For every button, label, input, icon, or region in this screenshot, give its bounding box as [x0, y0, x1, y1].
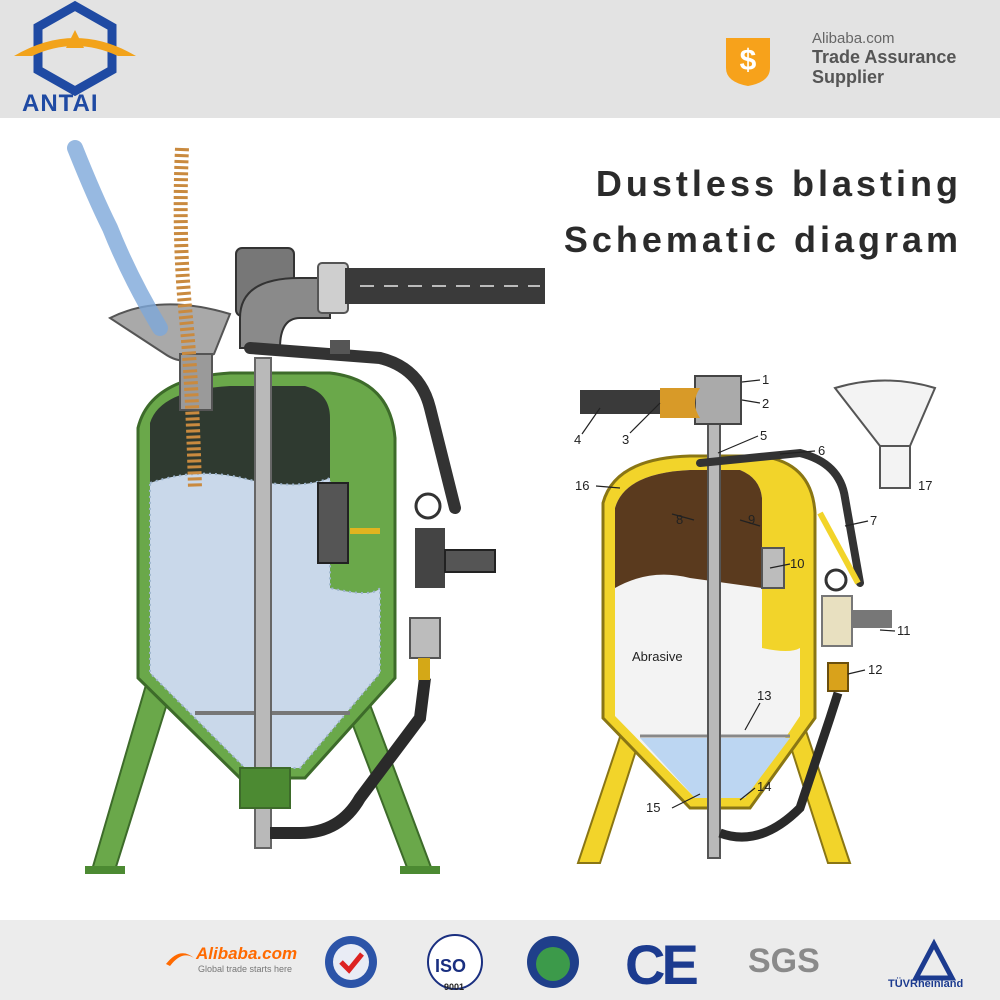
title-line-1: Dustless blasting — [595, 163, 962, 204]
page-title: Dustless blasting Schematic diagram — [564, 156, 962, 268]
part-label-2: 2 — [762, 396, 769, 411]
title-line-2: Schematic diagram — [563, 219, 962, 260]
tuv-logo-text: TÜVRheinland — [888, 978, 964, 990]
part-label-12: 12 — [868, 662, 882, 677]
left-tank-illustration — [67, 140, 545, 874]
abrasive-label: Abrasive — [632, 649, 683, 664]
trade-assurance-badge[interactable]: Alibaba.com Trade Assurance Supplier — [812, 30, 956, 87]
iso14000-seal-icon — [527, 936, 579, 988]
alibaba-logo-text: Alibaba.com — [196, 944, 298, 963]
part-label-1: 1 — [762, 372, 769, 387]
iso-logo-text: ISO — [435, 956, 467, 976]
part-label-4: 4 — [574, 432, 581, 447]
part-label-16: 16 — [575, 478, 589, 493]
trade-site: Alibaba.com — [812, 30, 895, 47]
right-tank-schematic: Abrasive 1 2 3 4 5 6 7 8 9 — [574, 372, 937, 864]
part-label-17: 17 — [918, 478, 932, 493]
alibaba-tagline: Global trade starts here — [198, 964, 293, 974]
part-label-11: 11 — [897, 623, 911, 638]
brand-name: ANTAI — [22, 90, 99, 117]
antai-logo-icon — [14, 0, 136, 97]
svg-text:$: $ — [740, 44, 757, 77]
part-label-8: 8 — [676, 512, 683, 527]
trade-assurance-icon: $ — [726, 38, 770, 86]
certification-footer: Alibaba.com Global trade starts here ISO… — [0, 920, 1000, 1000]
quality-seal-icon — [325, 936, 377, 988]
brand-logo[interactable]: ANTAI — [0, 0, 150, 118]
part-label-6: 6 — [818, 443, 825, 458]
part-label-5: 5 — [760, 428, 767, 443]
alibaba-logo-icon — [166, 953, 194, 966]
header-bar: ANTAI $ Alibaba.com Trade Assurance Supp… — [0, 0, 1000, 118]
iso-seal-icon — [427, 934, 483, 990]
tuv-triangle-icon — [912, 938, 956, 981]
schematic-diagram: Abrasive 1 2 3 4 5 6 7 8 9 — [67, 140, 937, 874]
part-label-14: 14 — [757, 779, 771, 794]
iso-number: 9001 — [444, 982, 465, 992]
part-label-13: 13 — [757, 688, 771, 703]
part-label-15: 15 — [646, 800, 660, 815]
part-label-7: 7 — [870, 513, 877, 528]
part-label-10: 10 — [790, 556, 804, 571]
part-label-9: 9 — [748, 512, 755, 527]
trade-line-1: Trade Assurance — [812, 47, 957, 67]
trade-line-2: Supplier — [812, 67, 885, 87]
sgs-logo: SGS — [748, 942, 820, 980]
part-label-3: 3 — [622, 432, 629, 447]
ce-mark: CE — [625, 933, 699, 996]
